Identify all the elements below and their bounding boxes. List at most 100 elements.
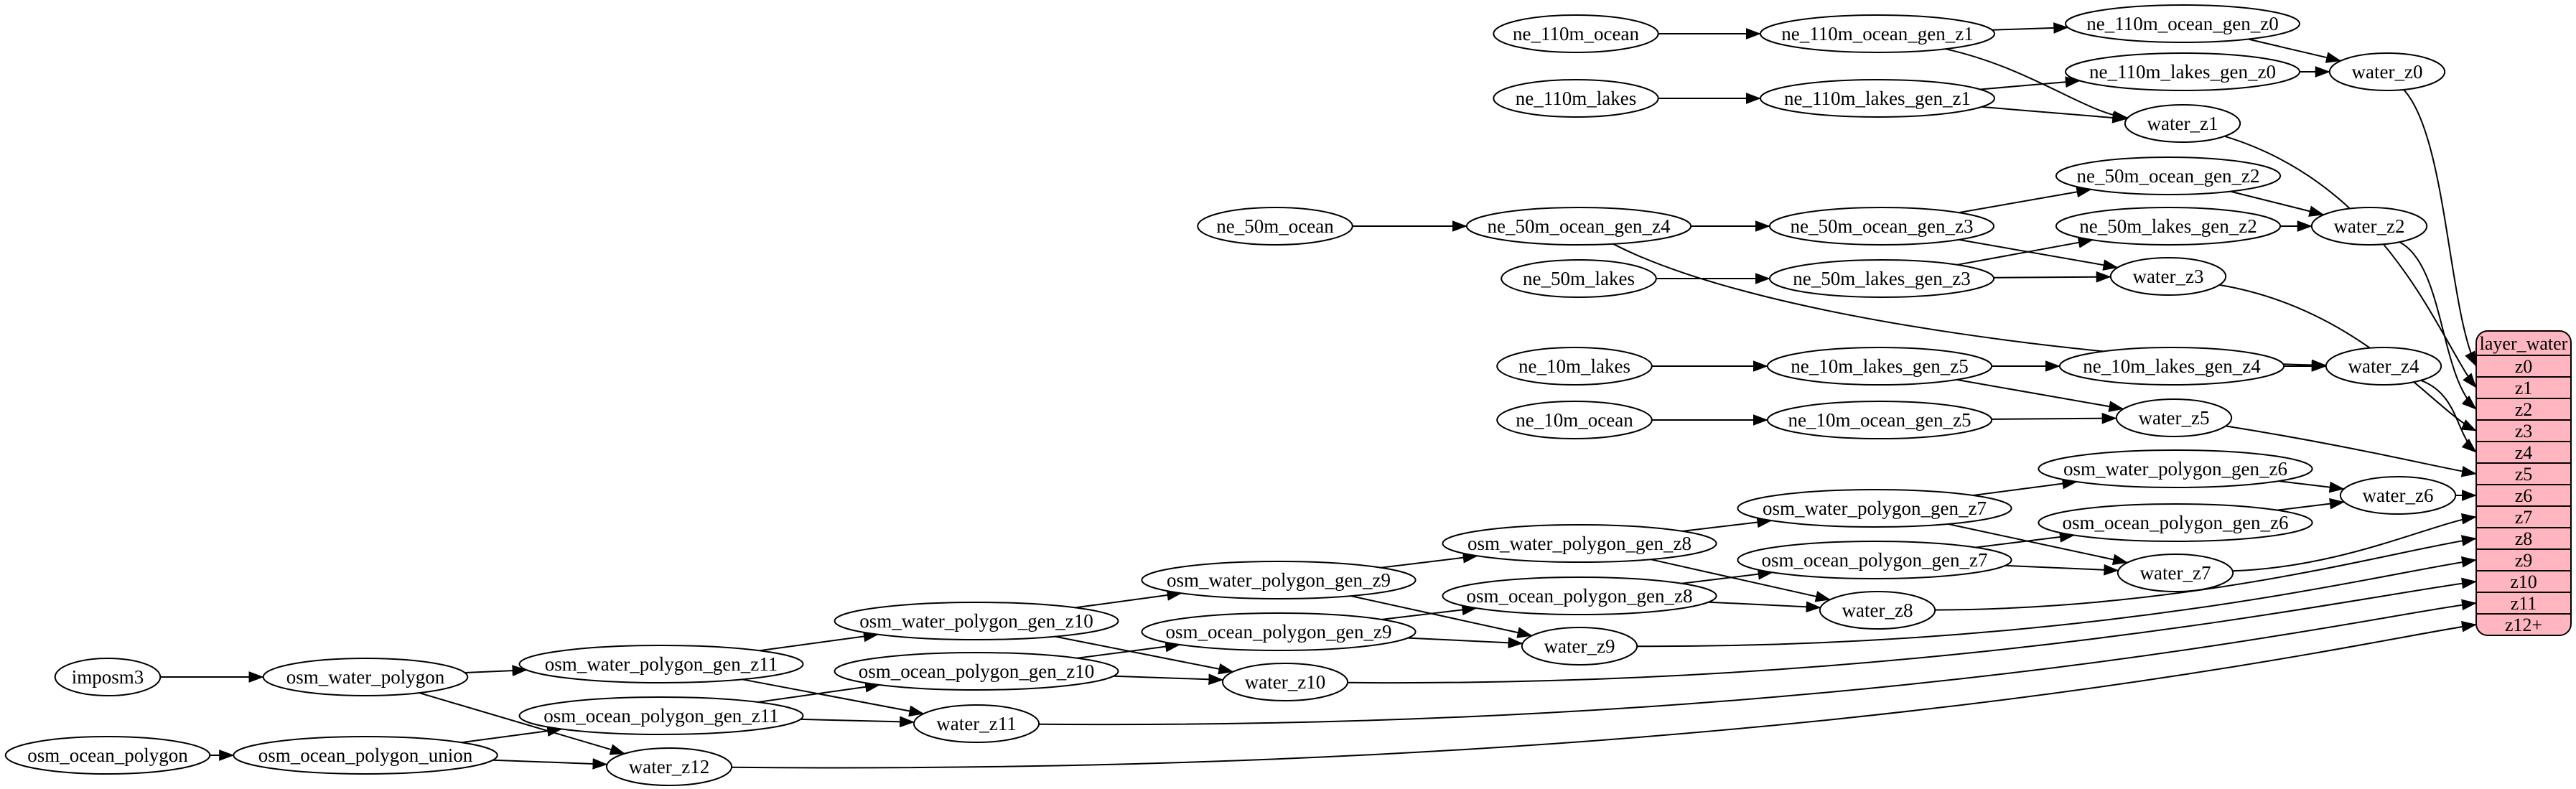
node-ne_110m_ocean_gen_z1-ellipse [1760,14,1995,53]
node-ne_50m_ocean_gen_z3-label: ne_50m_ocean_gen_z3 [1791,215,1974,237]
node-water_z3: water_z3 [2109,257,2227,296]
node-osm_water_polygon-ellipse [262,658,469,696]
node-ne_50m_ocean-label: ne_50m_ocean [1216,215,1334,237]
node-water_z2-label: water_z2 [2334,215,2405,237]
node-ne_110m_ocean_gen_z0-ellipse [2065,4,2300,43]
node-ne_10m_lakes_gen_z5: ne_10m_lakes_gen_z5 [1766,347,1993,386]
node-osm_water_polygon_gen_z9-ellipse [1141,561,1417,599]
node-osm_water_polygon_gen_z11-ellipse [518,645,804,683]
layer-water-row-z3: z3 [2515,421,2533,442]
node-osm_water_polygon_gen_z7: osm_water_polygon_gen_z7 [1737,489,2012,528]
node-water_z1-label: water_z1 [2147,113,2218,134]
node-water_z4-ellipse [2325,347,2442,386]
node-osm_ocean_polygon_gen_z8-label: osm_ocean_polygon_gen_z8 [1467,585,1693,607]
node-water_z12-label: water_z12 [629,756,709,778]
node-ne_10m_lakes-label: ne_10m_lakes [1518,355,1630,377]
node-osm_ocean_polygon_gen_z6-label: osm_ocean_polygon_gen_z6 [2063,512,2289,533]
node-osm_ocean_polygon_gen_z11: osm_ocean_polygon_gen_z11 [518,696,804,735]
edge-ne_110m_ocean_gen_z1--water_z1 [1945,48,2129,122]
edge-water_z9--layer_water-z9 [1637,556,2477,648]
edge-osm_water_polygon_gen_z7--water_z7 [1947,523,2128,566]
edge-osm_ocean_polygon_gen_z11--water_z11 [800,716,915,728]
edge-osm_water_polygon_gen_z9--water_z9 [1350,595,1533,638]
edge-ne_50m_ocean_gen_z3--ne_50m_ocean_gen_z2 [1959,186,2092,214]
edge-osm_water_polygon_gen_z10--water_z10 [1055,635,1234,675]
edge-ne_50m_lakes_gen_z3--water_z3 [1993,271,2111,283]
node-water_z3-label: water_z3 [2133,266,2204,287]
node-osm_ocean_polygon_gen_z7: osm_ocean_polygon_gen_z7 [1737,541,2012,579]
node-osm_ocean_polygon_gen_z8-ellipse [1442,576,1717,615]
node-ne_50m_lakes_gen_z2-label: ne_50m_lakes_gen_z2 [2079,215,2257,237]
layer-water-row-z9: z9 [2515,550,2533,571]
node-osm_water_polygon_gen_z8: osm_water_polygon_gen_z8 [1442,524,1717,563]
node-osm_ocean_polygon_gen_z8: osm_ocean_polygon_gen_z8 [1442,576,1717,615]
node-osm_water_polygon_gen_z6-label: osm_water_polygon_gen_z6 [2063,458,2287,480]
node-ne_10m_lakes-ellipse [1496,347,1653,386]
node-ne_50m_ocean_gen_z2: ne_50m_ocean_gen_z2 [2055,157,2282,195]
node-osm_water_polygon_gen_z10-label: osm_water_polygon_gen_z10 [859,610,1093,632]
node-imposm3: imposm3 [54,658,162,696]
node-water_z6-label: water_z6 [2363,485,2434,506]
layer-water-row-z8: z8 [2515,528,2533,549]
node-ne_110m_lakes_gen_z1-label: ne_110m_lakes_gen_z1 [1784,88,1971,109]
node-water_z8-ellipse [1819,591,1936,630]
edge-osm_water_polygon_gen_z11--water_z11 [742,678,925,717]
node-water_z3-ellipse [2109,257,2227,296]
node-ne_50m_lakes-ellipse [1501,259,1657,298]
node-osm_ocean_polygon: osm_ocean_polygon [4,736,211,775]
node-osm_water_polygon_gen_z7-ellipse [1737,489,2012,528]
node-osm_water_polygon_gen_z6: osm_water_polygon_gen_z6 [2038,449,2313,488]
node-ne_10m_ocean_gen_z5-ellipse [1766,401,1993,439]
layer-water-record: layer_waterz0z1z2z3z4z5z6z7z8z9z10z11z12… [2475,330,2572,636]
edge-ne_10m_lakes_gen_z5--water_z5 [1956,378,2124,412]
node-osm_ocean_polygon_gen_z6: osm_ocean_polygon_gen_z6 [2038,503,2313,542]
node-water_z5-label: water_z5 [2139,407,2210,429]
node-ne_50m_lakes_gen_z3-label: ne_50m_lakes_gen_z3 [1793,268,1970,289]
edge-osm_ocean_polygon_gen_z9--water_z9 [1407,637,1523,649]
node-osm_water_polygon_gen_z9: osm_water_polygon_gen_z9 [1141,561,1417,599]
node-water_z9-label: water_z9 [1544,635,1615,657]
node-osm_ocean_polygon_gen_z7-ellipse [1737,541,2012,579]
node-ne_50m_ocean_gen_z4-label: ne_50m_ocean_gen_z4 [1488,215,1671,237]
node-water_z9-ellipse [1521,627,1638,666]
node-ne_50m_ocean_gen_z2-ellipse [2055,157,2282,195]
node-water_z8: water_z8 [1819,591,1936,630]
node-water_z12-ellipse [605,747,733,786]
edge-osm_water_polygon_gen_z11--osm_water_polygon_gen_z10 [759,630,879,652]
edge-osm_ocean_polygon_gen_z8--osm_ocean_polygon_gen_z7 [1681,568,1773,584]
node-water_z6-ellipse [2339,476,2457,515]
node-ne_50m_ocean_gen_z4: ne_50m_ocean_gen_z4 [1465,207,1692,246]
layer-water-row-z7: z7 [2515,507,2533,528]
edge-water_z12--layer_water-z12+ [732,620,2477,769]
edge-ne_110m_ocean_gen_z1--ne_110m_ocean_gen_z0 [1992,22,2069,34]
node-osm_water_polygon_gen_z8-ellipse [1442,524,1717,563]
node-ne_110m_ocean-label: ne_110m_ocean [1513,23,1639,45]
node-ne_110m_lakes_gen_z0-label: ne_110m_lakes_gen_z0 [2089,61,2276,83]
node-ne_10m_lakes_gen_z4: ne_10m_lakes_gen_z4 [2058,347,2285,386]
edge-water_z1--layer_water-z1 [2224,135,2477,388]
edge-water_z4--layer_water-z4 [2420,379,2477,453]
edge-osm_water_polygon_gen_z6--water_z6 [2278,480,2345,493]
node-osm_ocean_polygon_gen_z11-ellipse [518,696,804,735]
node-water_z7-ellipse [2117,554,2234,592]
node-osm_ocean_polygon_gen_z9-ellipse [1141,612,1417,651]
node-ne_10m_ocean: ne_10m_ocean [1496,401,1653,439]
layer-water-row-z5: z5 [2515,464,2533,485]
node-ne_50m_ocean_gen_z2-label: ne_50m_ocean_gen_z2 [2077,165,2260,187]
edge-osm_water_polygon--osm_water_polygon_gen_z11 [465,665,528,676]
node-water_z9: water_z9 [1521,627,1638,666]
node-osm_ocean_polygon_gen_z10: osm_ocean_polygon_gen_z10 [834,652,1119,691]
edge-ne_50m_ocean_gen_z2--water_z2 [2230,190,2325,217]
node-ne_50m_lakes_gen_z2: ne_50m_lakes_gen_z2 [2055,207,2282,246]
edge-water_z10--layer_water-z10 [1348,577,2477,684]
edge-water_z2--layer_water-z2 [2399,241,2477,410]
node-water_z2: water_z2 [2310,207,2428,246]
node-water_z10-ellipse [1221,663,1349,701]
node-imposm3-label: imposm3 [72,666,144,688]
layer-water-row-z10: z10 [2510,571,2537,592]
edges [160,22,2477,770]
node-osm_ocean_polygon_union: osm_ocean_polygon_union [233,736,498,775]
